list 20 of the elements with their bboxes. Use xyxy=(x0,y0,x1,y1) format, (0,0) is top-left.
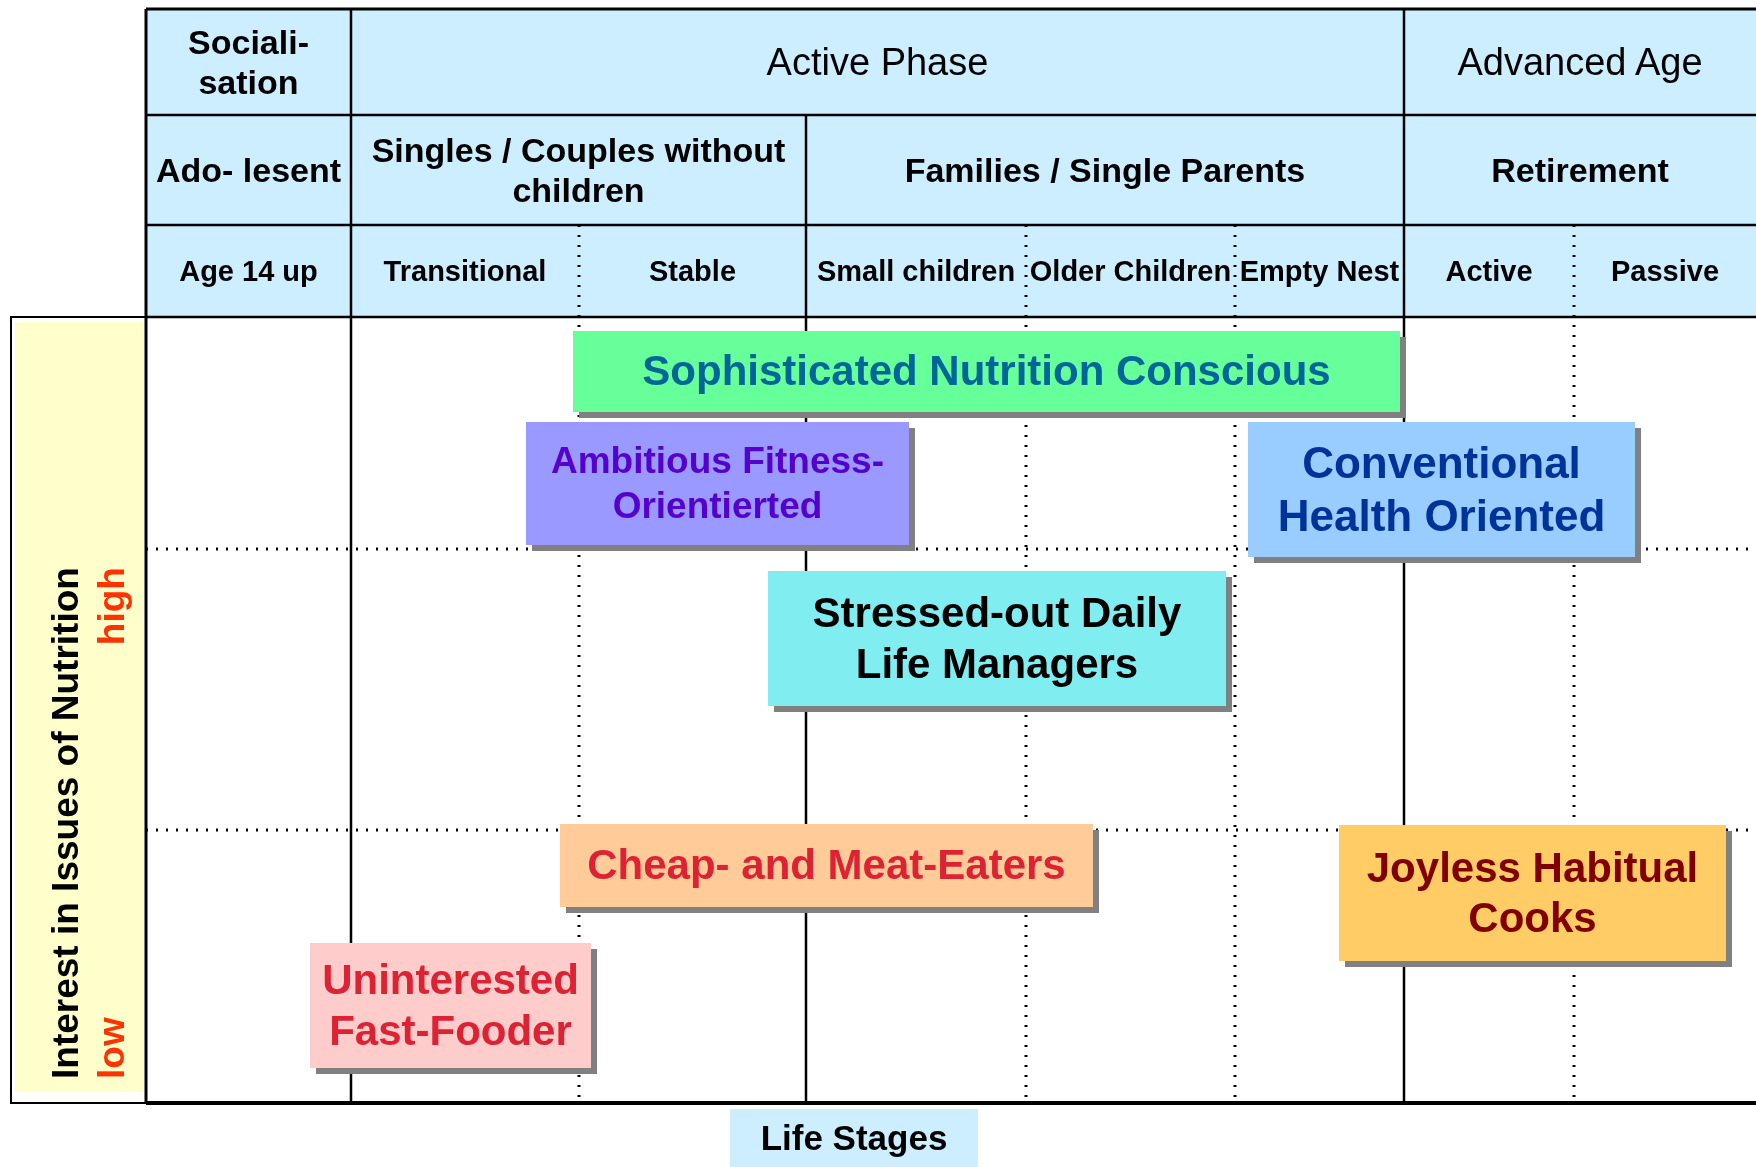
axis-label-box: Life Stages xyxy=(730,1109,978,1167)
column-header: Ado- lesent xyxy=(155,149,342,191)
axis-high-label: high xyxy=(90,567,134,646)
column-header: Transitional xyxy=(383,253,547,289)
column-header: Empty Nest xyxy=(1239,253,1400,289)
column-header: Active xyxy=(1445,253,1533,289)
column-header: Age 14 up xyxy=(179,253,318,289)
column-header: Small children xyxy=(816,253,1016,289)
column-header: Older Children xyxy=(1029,253,1232,289)
column-header: Stable xyxy=(649,253,736,289)
column-header: Active Phase xyxy=(766,39,989,85)
column-header: Passive xyxy=(1610,253,1719,289)
column-header: Singles / Couples without children xyxy=(370,129,787,211)
axis-low-label: low xyxy=(90,1017,134,1079)
column-header: Retirement xyxy=(1491,149,1669,191)
column-header: Sociali- sation xyxy=(187,21,310,103)
axis-title: Interest in Issues of Nutrition xyxy=(44,567,87,1079)
column-header: Advanced Age xyxy=(1457,39,1703,85)
column-header: Families / Single Parents xyxy=(904,149,1306,191)
axis-band xyxy=(15,322,143,1092)
